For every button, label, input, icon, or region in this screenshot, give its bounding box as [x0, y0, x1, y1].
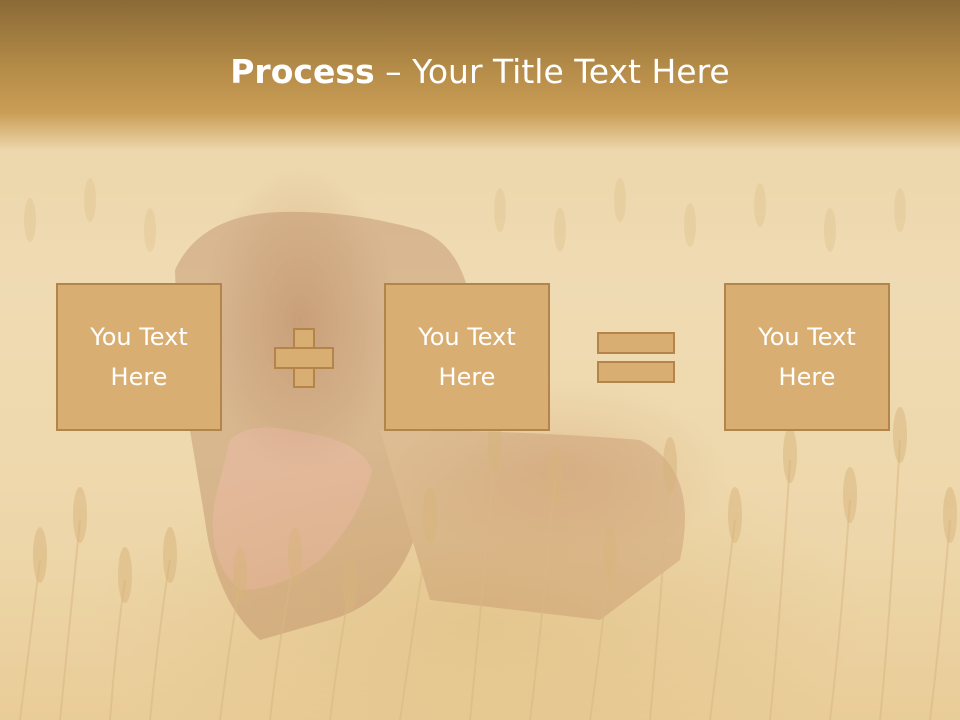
title-rest: – Your Title Text Here: [374, 52, 730, 91]
process-box-1-line1: You Text: [90, 323, 188, 351]
process-box-1[interactable]: You Text Here: [56, 283, 222, 431]
process-box-1-text: You Text Here: [69, 317, 209, 397]
slide-title[interactable]: Process – Your Title Text Here: [0, 52, 960, 91]
process-box-3-line2: Here: [778, 363, 836, 391]
process-box-2-text: You Text Here: [397, 317, 537, 397]
title-band: [0, 0, 960, 150]
equals-icon: [597, 332, 677, 384]
plus-icon: [274, 328, 334, 388]
process-box-2-line1: You Text: [418, 323, 516, 351]
process-box-2-line2: Here: [438, 363, 496, 391]
process-box-1-line2: Here: [110, 363, 168, 391]
process-box-2[interactable]: You Text Here: [384, 283, 550, 431]
process-box-3[interactable]: You Text Here: [724, 283, 890, 431]
process-box-3-line1: You Text: [758, 323, 856, 351]
title-bold: Process: [230, 52, 375, 91]
process-box-3-text: You Text Here: [737, 317, 877, 397]
